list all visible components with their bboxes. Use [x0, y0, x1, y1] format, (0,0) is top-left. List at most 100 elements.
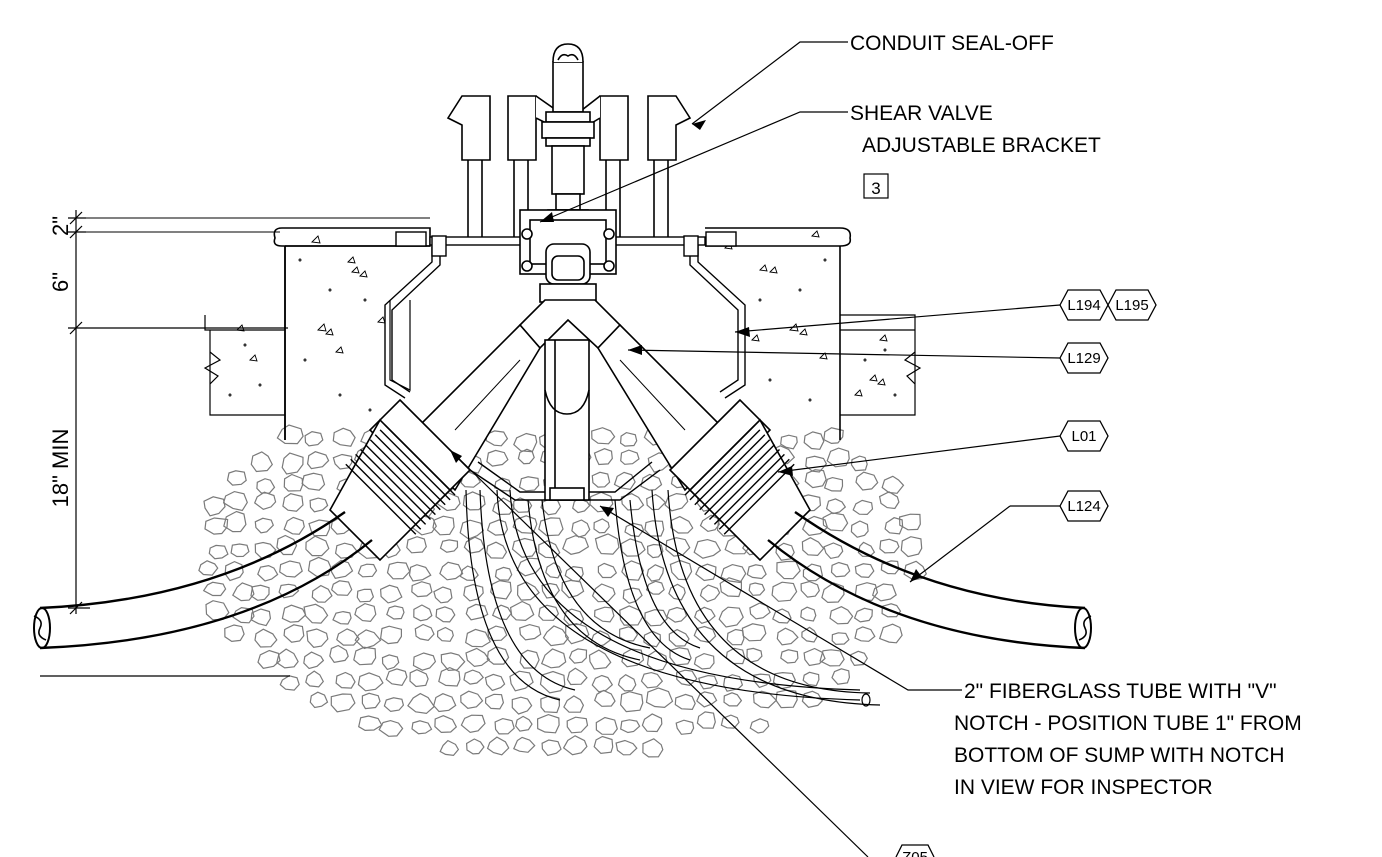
gravel-stone — [282, 493, 304, 512]
gravel-stone — [250, 584, 270, 601]
gravel-stone — [379, 625, 402, 645]
gravel-stone — [411, 581, 433, 598]
boot-rib — [369, 439, 441, 511]
gravel-stone — [823, 427, 844, 445]
gravel-stone — [538, 517, 564, 537]
gravel-stone — [822, 512, 849, 532]
gravel-stone — [572, 497, 591, 514]
gravel-stone — [385, 668, 408, 687]
gravel-stone — [433, 586, 453, 604]
gravel-stone — [741, 623, 767, 642]
gravel-stone — [590, 630, 612, 648]
gravel-stone — [406, 536, 427, 554]
gravel-stone — [591, 471, 611, 488]
gravel-stone — [414, 623, 435, 642]
gravel-stone — [232, 582, 255, 602]
gravel-stone — [408, 564, 432, 582]
gravel-stone — [257, 649, 281, 669]
boot-rib — [364, 444, 436, 516]
gravel-stone — [435, 606, 456, 623]
boot-rib — [713, 453, 785, 525]
gravel-stone — [898, 513, 921, 531]
gravel-stone — [250, 451, 274, 473]
gravel-stone — [463, 669, 485, 685]
gravel-stone — [748, 582, 766, 596]
gravel-stone — [645, 687, 674, 709]
gravel-stone — [329, 644, 349, 663]
gravel-stone — [620, 493, 645, 511]
gravel-stone — [336, 628, 360, 646]
gravel-stone — [203, 496, 226, 517]
gravel-stone — [486, 646, 510, 665]
gravel-stone — [696, 691, 718, 708]
gravel-stone — [591, 427, 616, 445]
gravel-stone — [517, 448, 535, 465]
gravel-stone — [771, 581, 798, 602]
gravel-stone — [409, 669, 429, 688]
gravel-stone — [772, 671, 796, 690]
gravel-stone — [854, 563, 875, 579]
tag-l01: L01 — [1071, 428, 1096, 445]
boot-rib — [684, 424, 756, 496]
gravel-stone — [465, 603, 489, 621]
gravel-stone — [800, 606, 817, 622]
boot-rib — [704, 444, 776, 516]
gravel-stone — [563, 695, 585, 713]
gravel-stone — [438, 666, 461, 687]
gravel-stone — [644, 609, 669, 627]
gravel-stone — [383, 697, 405, 713]
gravel-stone — [538, 540, 561, 559]
gravel-stone — [884, 517, 904, 535]
gravel-stone — [462, 491, 486, 511]
tag-l195: L195 — [1115, 297, 1148, 314]
gravel-stone — [436, 626, 454, 642]
gravel-stone — [775, 689, 798, 709]
callout-fiberglass-4: IN VIEW FOR INSPECTOR — [954, 776, 1213, 799]
boot-rib — [723, 463, 795, 535]
gravel-stone — [753, 673, 772, 689]
gravel-stone — [412, 652, 437, 671]
gravel-stone — [331, 580, 353, 596]
gravel-stone — [306, 451, 330, 470]
gravel-stone — [620, 449, 640, 465]
gravel-stone — [460, 690, 484, 709]
gravel-stone — [823, 542, 844, 560]
gravel-stone — [254, 541, 277, 559]
gravel-stone — [465, 647, 491, 668]
gravel-stone — [356, 588, 375, 603]
boot-rib — [360, 449, 431, 520]
tag-hexagons — [895, 289, 1157, 857]
gravel-stone — [802, 563, 824, 582]
tag-l129: L129 — [1067, 350, 1100, 367]
gravel-stone — [830, 561, 851, 578]
gravel-stone — [539, 670, 566, 694]
gravel-stone — [823, 476, 844, 492]
gravel-stone — [646, 493, 667, 511]
gravel-stone — [486, 449, 509, 467]
gravel-stone — [597, 562, 618, 579]
gravel-stone — [850, 455, 868, 472]
gravel-stone — [433, 693, 457, 713]
gravel-stone — [513, 736, 536, 753]
gravel-stone — [257, 564, 279, 582]
gravel-stone — [307, 556, 332, 578]
gravel-stone — [357, 672, 384, 692]
gravel-stone — [378, 719, 404, 737]
callout-fiberglass-3: BOTTOM OF SUMP WITH NOTCH — [954, 744, 1285, 767]
gravel-stone — [826, 447, 850, 468]
gravel-stone — [821, 582, 845, 604]
gravel-stone — [309, 691, 329, 709]
gravel-stone — [668, 628, 690, 647]
gravel-stone — [463, 583, 484, 602]
boot-rib — [709, 449, 780, 520]
gravel-stone — [494, 566, 513, 581]
gravel-stone — [542, 625, 570, 647]
gravel-stone — [831, 632, 850, 646]
gravel-stone — [561, 579, 585, 599]
gravel-stone — [670, 515, 694, 534]
gravel-stone — [666, 606, 688, 623]
gravel-stone — [361, 692, 381, 710]
gravel-stone — [381, 654, 400, 671]
gravel-stone — [490, 579, 512, 600]
gravel-stone — [725, 647, 746, 665]
